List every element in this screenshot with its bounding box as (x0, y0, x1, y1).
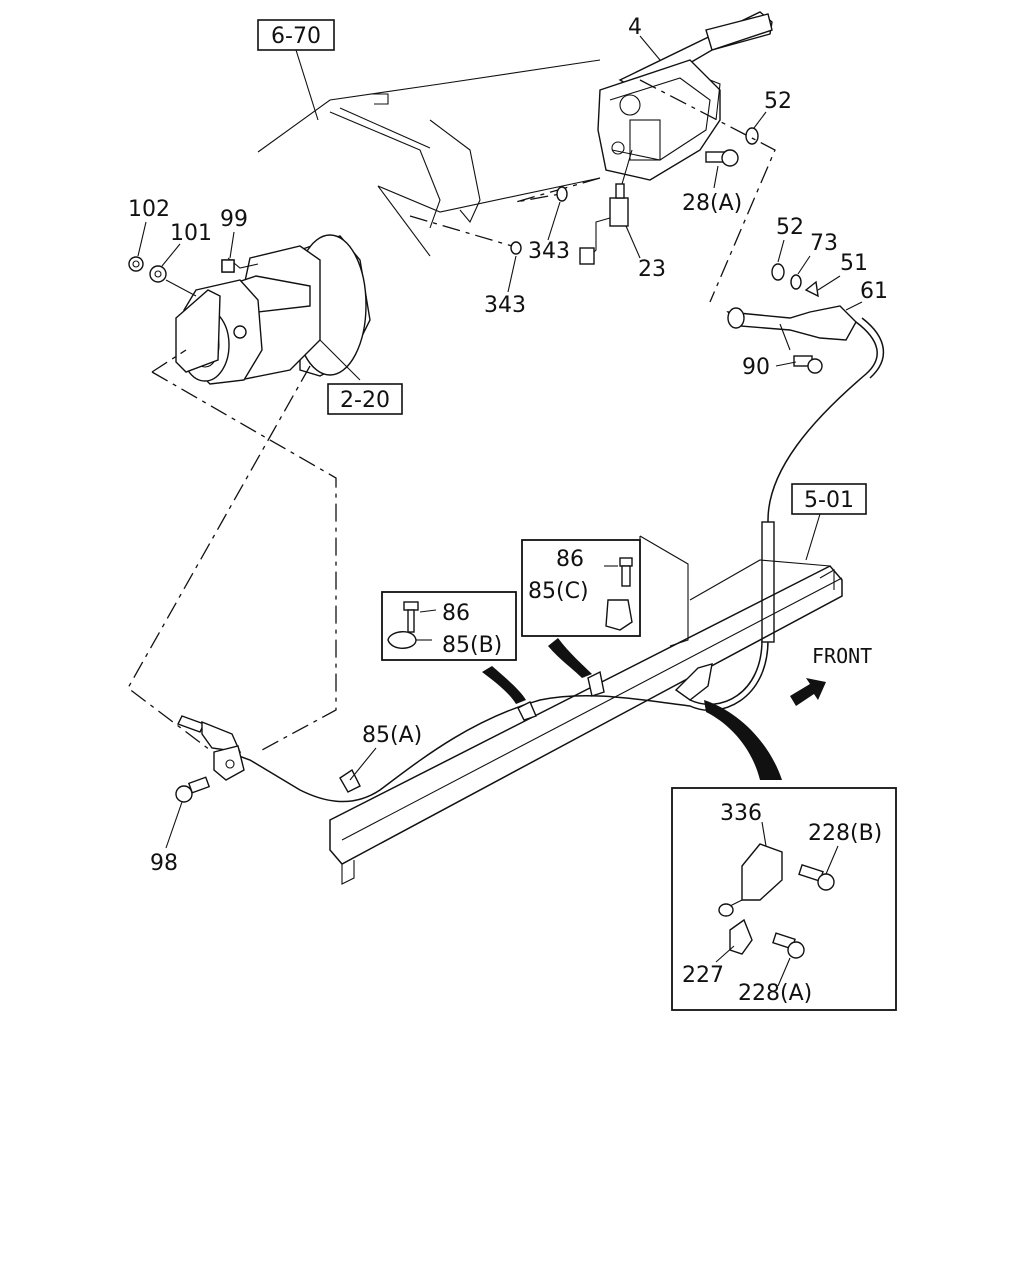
clip-85c-on-frame (587, 670, 605, 697)
arrow-inset-bracket (704, 700, 782, 780)
inset-bracket-227: 227 (682, 963, 724, 988)
grommet-343-a (556, 186, 568, 202)
ref-box-5-01: 5-01 (791, 483, 867, 561)
bolt-28a (705, 149, 739, 167)
nut-99 (221, 259, 235, 273)
cable-outer-2 (689, 639, 763, 705)
cab-floor-outline (257, 59, 601, 257)
grommet-343-b (510, 241, 522, 255)
callout-28a: 28(A) (682, 191, 742, 216)
leader-2-20 (319, 339, 361, 381)
inset-bracket-228b: 228(B) (808, 821, 882, 846)
outline-dash-c (127, 365, 311, 751)
cable-clevis-assembly (726, 263, 857, 374)
leader-101-drum (165, 279, 197, 297)
callouts: 4 52 28(A) 52 73 51 61 90 23 343 343 102… (128, 15, 888, 876)
arrow-inset-c (548, 638, 592, 678)
callout-4: 4 (628, 15, 642, 40)
cable-outer (861, 317, 885, 379)
callout-102: 102 (128, 197, 170, 222)
leader-lever-cable (639, 79, 776, 303)
callout-61: 61 (860, 279, 888, 304)
outline-dash-b (151, 371, 337, 751)
cable-sheath (761, 521, 775, 643)
front-arrow-icon (790, 678, 826, 706)
callout-343-a: 343 (528, 239, 570, 264)
parking-brake-lever (597, 11, 773, 181)
callout-52-mid: 52 (776, 215, 804, 240)
inset-bracket-336: 336 (720, 801, 762, 826)
bolt-98 (175, 776, 211, 803)
inset-left-85b: 85(B) (442, 633, 502, 658)
callout-52-top: 52 (764, 89, 792, 114)
callout-101: 101 (170, 221, 212, 246)
cable-end-fitting (177, 715, 245, 781)
parking-brake-cable (227, 321, 878, 803)
clip-85b-on-frame (517, 701, 537, 721)
washer-52-top (745, 127, 759, 145)
outline-dash-a (151, 349, 187, 373)
inset-right-86: 86 (556, 547, 584, 572)
callout-98: 98 (150, 851, 178, 876)
bracket-on-frame (674, 663, 713, 701)
callout-23: 23 (638, 257, 666, 282)
inset-left-clip: 86 85(B) (381, 591, 517, 661)
callout-51: 51 (840, 251, 868, 276)
leader-grommet (409, 215, 513, 247)
callout-85a: 85(A) (362, 723, 422, 748)
arrow-inset-b (482, 666, 526, 704)
transmission-brake-drum (175, 234, 371, 385)
callout-343-b: 343 (484, 293, 526, 318)
callout-73: 73 (810, 231, 838, 256)
clip-85a (339, 768, 361, 793)
front-label: FRONT (812, 644, 872, 668)
inset-left-86: 86 (442, 601, 470, 626)
inset-bracket-228a: 228(A) (738, 981, 812, 1006)
inset-bracket: 336 228(B) 227 228(A) (671, 787, 897, 1011)
ref-box-6-70: 6-70 (257, 19, 335, 121)
brake-switch (579, 149, 633, 265)
inset-right-85c: 85(C) (528, 579, 589, 604)
nut-101 (149, 265, 167, 283)
leader-lever-floor (515, 177, 601, 203)
ref-5-01-label: 5-01 (804, 488, 854, 513)
ref-6-70-label: 6-70 (271, 24, 321, 49)
callout-90: 90 (742, 355, 770, 380)
nut-102 (128, 256, 144, 272)
callout-99: 99 (220, 207, 248, 232)
ref-2-20-label: 2-20 (340, 388, 390, 413)
inset-right-clip: 86 85(C) (521, 539, 641, 637)
ref-box-2-20: 2-20 (327, 383, 403, 415)
